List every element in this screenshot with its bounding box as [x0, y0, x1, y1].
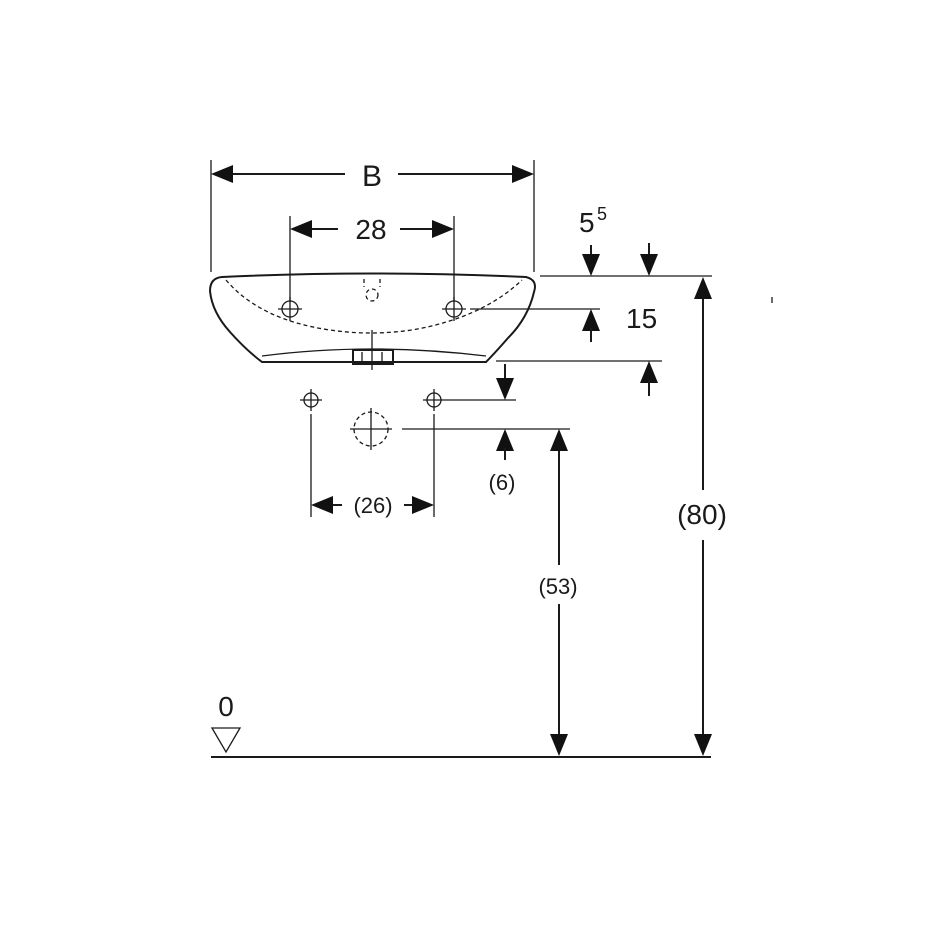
fixing-hole-right [423, 389, 516, 411]
basin-bottom-reference [496, 360, 662, 396]
tap-hole-right [442, 297, 466, 321]
bowl-depth-dimension: 15 [470, 303, 657, 342]
basin-outline [208, 272, 536, 370]
fixing-hole-left [300, 389, 322, 411]
waste-offset-dimension: (6) [489, 429, 516, 495]
tap-hole-spacing-label: 28 [355, 214, 386, 245]
rim-offset-dimension: 5 5 [540, 204, 712, 277]
tap-hole-spacing-dimension: 28 [289, 214, 455, 302]
floor-level: 0 [210, 691, 711, 758]
tap-hole-left [278, 297, 302, 321]
bowl-depth-label: 15 [626, 303, 657, 334]
rim-height-dimension: (80) [677, 277, 727, 756]
waste-offset-label: (6) [489, 470, 516, 495]
waste-height-dimension: (53) [538, 429, 578, 756]
fixing-spacing-label: (26) [353, 493, 392, 518]
width-dimension: B [210, 160, 535, 272]
waste-height-label: (53) [538, 574, 577, 599]
rim-offset-superscript: 5 [597, 204, 607, 224]
fixing-reference [496, 364, 514, 400]
floor-level-label: 0 [218, 691, 234, 722]
fixing-spacing-dimension: (26) [310, 414, 435, 518]
width-label: B [362, 160, 382, 193]
rim-height-label: (80) [677, 499, 727, 530]
rim-offset-label: 5 [579, 207, 595, 238]
waste-center [350, 408, 570, 450]
